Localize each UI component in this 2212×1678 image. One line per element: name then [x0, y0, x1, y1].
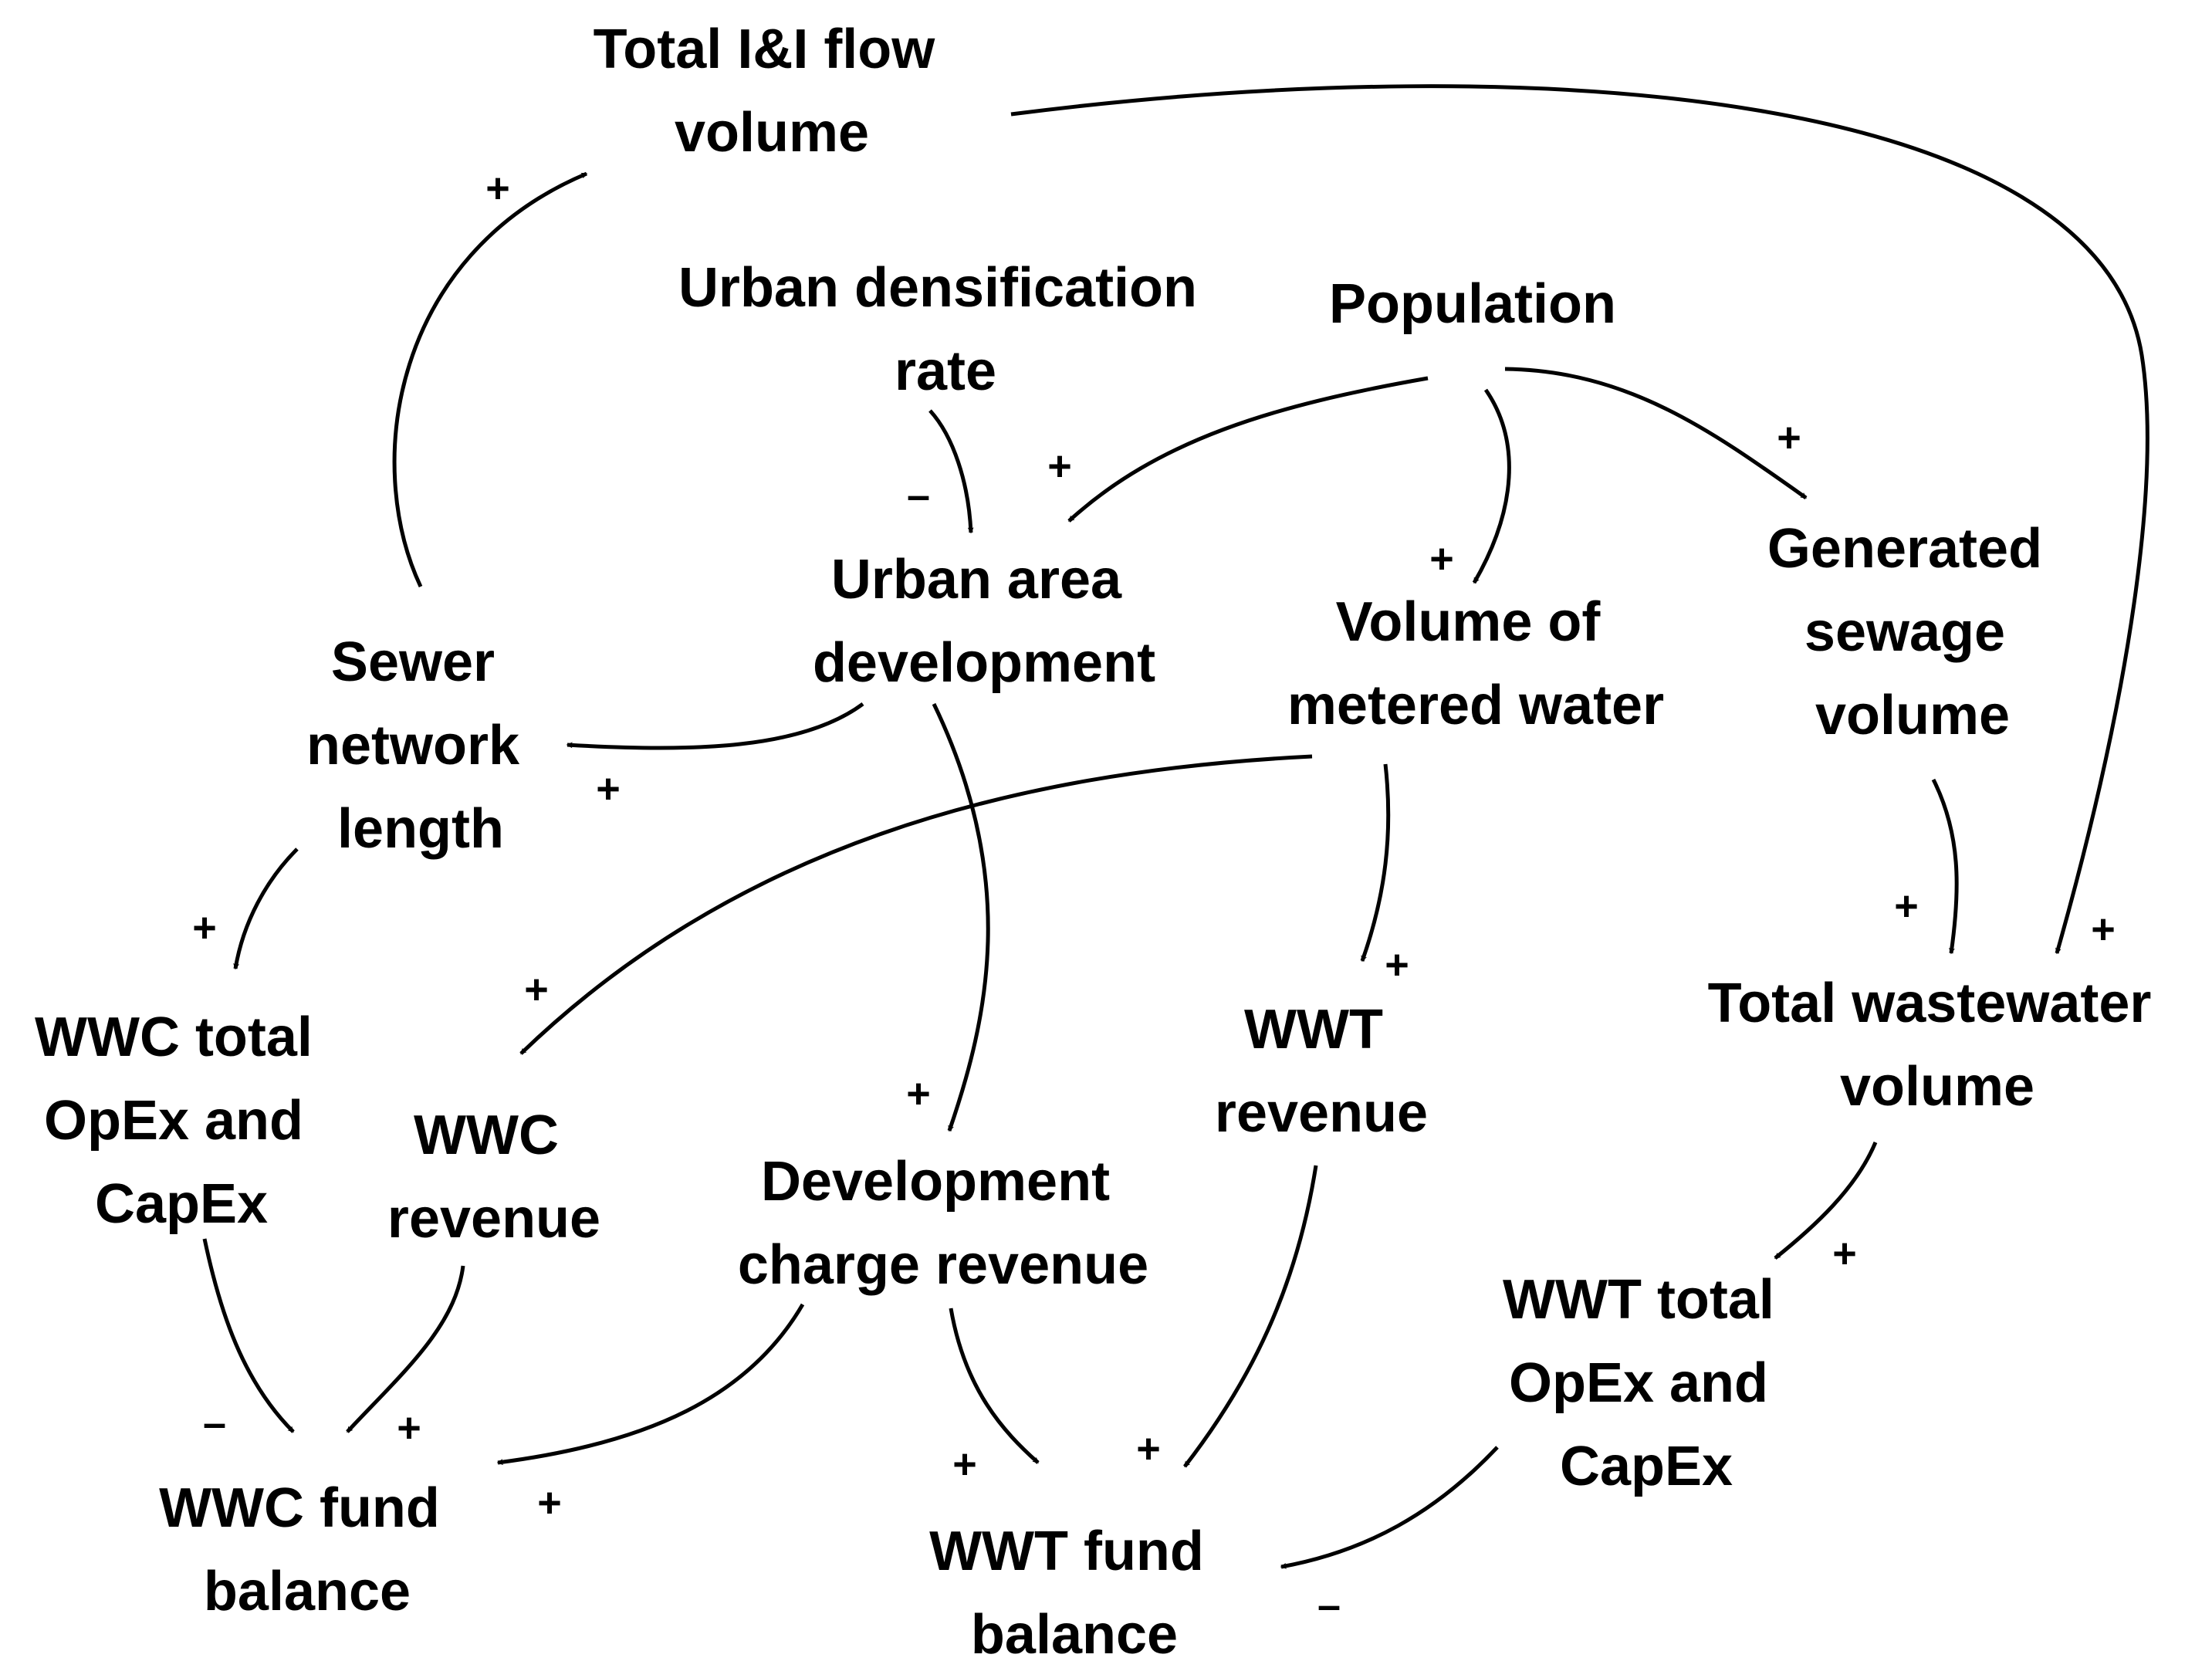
polarity-total-ii-to-total-wastewater: +: [2091, 906, 2116, 952]
link-densification-to-urban-area: [928, 409, 974, 534]
polarity-densification-to-urban-area: –: [907, 472, 930, 519]
node-total-wastewater-volume: Total wastewater volume: [1708, 973, 2167, 1118]
link-wwc-revenue-to-wwc-fund: [346, 1265, 465, 1433]
node-wwt-revenue: WWT revenue: [1215, 999, 1428, 1144]
polarity-urban-area-to-sewer-length: +: [596, 766, 621, 812]
link-wwt-opex-to-wwt-fund: [1280, 1446, 1499, 1569]
polarity-wwc-opex-to-wwc-fund: –: [203, 1400, 226, 1446]
node-generated-sewage-volume: Generated sewage volume: [1767, 518, 2058, 746]
link-wwc-opex-to-wwc-fund: [202, 1238, 295, 1433]
node-total-ii-flow-volume: Total I&I flow volume: [594, 19, 951, 164]
link-population-to-urban-area: [1067, 376, 1429, 523]
node-urban-area-development: Urban area development: [813, 549, 1155, 694]
polarity-population-to-sewage-volume: +: [1777, 414, 1801, 461]
links: [202, 84, 2149, 1569]
link-sewer-length-to-wwc-opex: [233, 847, 299, 970]
polarity-wwt-revenue-to-wwt-fund: +: [1136, 1426, 1161, 1472]
link-dev-charge-to-wwt-fund: [949, 1308, 1040, 1464]
link-metered-water-to-wwt-revenue: [1360, 763, 1391, 962]
link-population-to-sewage-volume: [1504, 367, 1808, 500]
polarity-population-to-metered-water: +: [1429, 536, 1454, 582]
link-metered-water-to-wwc-revenue: [519, 754, 1313, 1055]
node-development-charge-revenue: Development charge revenue: [738, 1151, 1148, 1296]
nodes: Total I&I flow volume Urban densificatio…: [35, 19, 2167, 1666]
polarity-wwc-revenue-to-wwc-fund: +: [397, 1405, 421, 1451]
polarity-metered-water-to-wwc-revenue: +: [524, 966, 549, 1013]
link-urban-area-to-dev-charge: [932, 702, 990, 1132]
polarity-total-wastewater-to-wwt-opex: +: [1832, 1230, 1857, 1277]
polarity-dev-charge-to-wwc-fund: +: [537, 1480, 562, 1526]
link-population-to-metered-water: [1472, 388, 1511, 584]
node-wwc-total-opex-capex: WWC total OpEx and CapEx: [35, 1006, 328, 1235]
link-sewer-to-total-ii: [392, 171, 588, 588]
link-dev-charge-to-wwc-fund: [496, 1303, 805, 1466]
link-wwt-revenue-to-wwt-fund: [1183, 1165, 1318, 1468]
polarity-signs: + + – + + + + + + + + + + – + + + + –: [192, 165, 2116, 1629]
polarity-dev-charge-to-wwt-fund: +: [952, 1441, 977, 1487]
node-wwt-total-opex-capex: WWT total OpEx and CapEx: [1503, 1269, 1790, 1497]
node-volume-of-metered-water: Volume of metered water: [1287, 591, 1664, 736]
polarity-urban-area-to-dev-charge: +: [906, 1071, 931, 1117]
polarity-wwt-opex-to-wwt-fund: –: [1317, 1582, 1341, 1629]
polarity-population-to-urban-area: +: [1047, 443, 1072, 489]
polarity-metered-water-to-wwt-revenue: +: [1385, 942, 1409, 988]
node-population: Population: [1329, 273, 1616, 335]
polarity-sewage-volume-to-total-wastewater: +: [1894, 883, 1919, 929]
node-urban-densification-rate: Urban densification rate: [678, 257, 1213, 402]
node-wwc-fund-balance: WWC fund balance: [159, 1477, 455, 1622]
link-urban-area-to-sewer-length: [566, 702, 864, 750]
polarity-sewer-length-to-wwc-opex: +: [192, 905, 217, 951]
node-wwt-fund-balance: WWT fund balance: [929, 1521, 1219, 1666]
link-total-ii-to-total-wastewater: [1010, 84, 2149, 955]
link-total-wastewater-to-wwt-opex: [1774, 1142, 1878, 1260]
node-sewer-network-length: Sewer network length: [306, 631, 535, 860]
link-sewage-volume-to-total-wastewater: [1931, 778, 1959, 955]
polarity-sewer-to-total-ii: +: [485, 165, 510, 211]
node-wwc-revenue: WWC revenue: [387, 1105, 600, 1250]
